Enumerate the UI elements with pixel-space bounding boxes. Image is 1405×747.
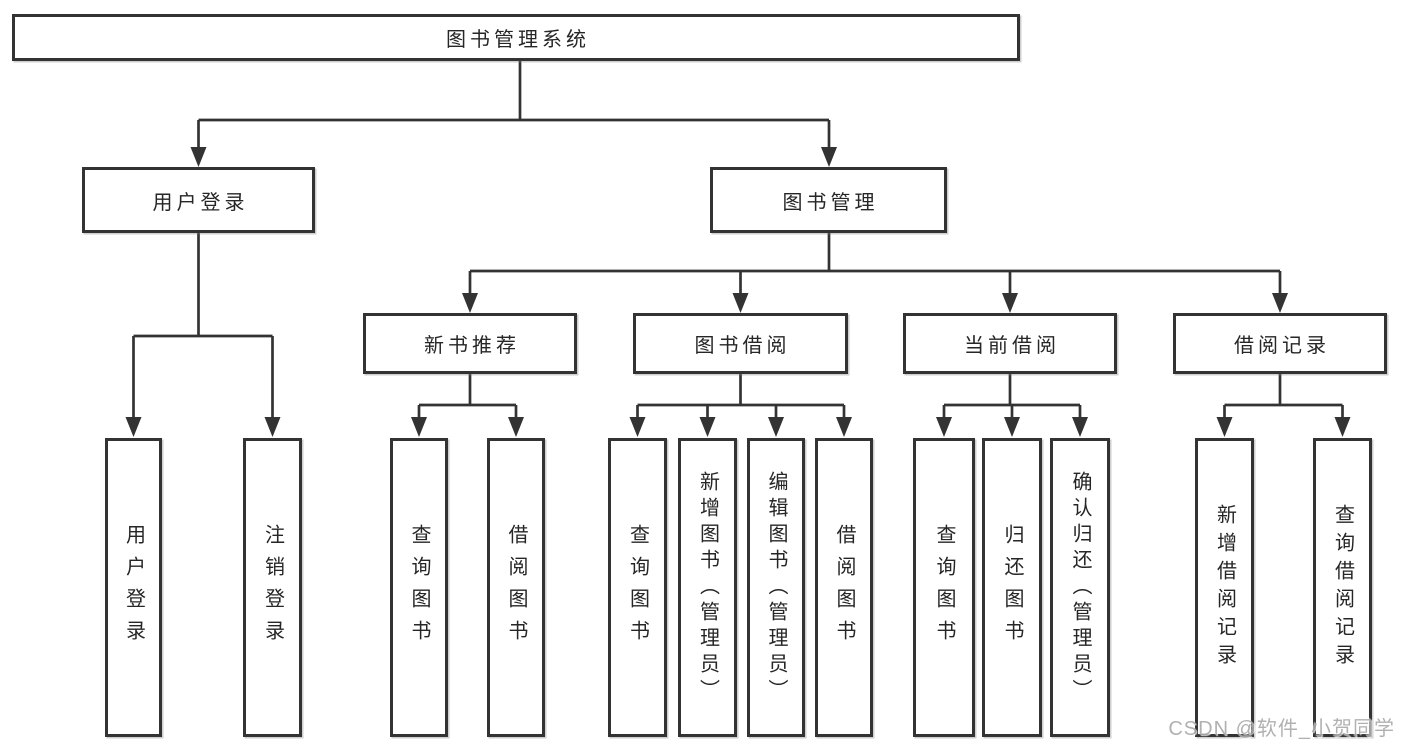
arrowhead-icon (411, 417, 427, 437)
arrowhead-icon (190, 147, 207, 167)
arrowhead-icon (768, 417, 784, 437)
arrowhead-icon (936, 417, 952, 437)
node-label: 图书管理 (782, 191, 879, 214)
node-book-management: 图书管理 (710, 167, 947, 233)
leaf-add-books-admin: 新增图书（管理员） (678, 438, 737, 737)
arrowhead-icon (732, 293, 749, 313)
arrowhead-icon (1334, 417, 1351, 437)
leaf-borrow-books-recommend: 借阅图书 (487, 438, 545, 737)
node-label: 用户登录 (152, 191, 249, 214)
arrowhead-icon (821, 147, 837, 167)
arrowhead-icon (264, 417, 281, 437)
leaf-query-books-recommend: 查询图书 (390, 438, 448, 737)
arrowhead-icon (1002, 293, 1018, 313)
node-current-borrowing: 当前借阅 (903, 313, 1117, 374)
node-label: 查询图书 (933, 523, 955, 652)
node-label: 借阅图书 (833, 523, 855, 652)
leaf-query-borrow-record: 查询借阅记录 (1313, 438, 1372, 737)
node-label: 注销登录 (261, 523, 284, 652)
node-label: 借阅记录 (1234, 335, 1330, 357)
node-label: 新增借阅记录 (1213, 503, 1236, 672)
arrowhead-icon (629, 417, 646, 437)
leaf-add-borrow-record: 新增借阅记录 (1195, 438, 1254, 737)
arrowhead-icon (836, 417, 852, 437)
leaf-user-login: 用户登录 (105, 438, 162, 737)
node-label: 查询图书 (626, 523, 649, 652)
leaf-return-books: 归还图书 (982, 438, 1042, 737)
node-label: 归还图书 (1001, 523, 1023, 652)
node-label: 用户登录 (122, 523, 145, 652)
node-label: 图书借阅 (694, 335, 791, 357)
leaf-logout: 注销登录 (243, 438, 302, 737)
leaf-confirm-return-admin: 确认归还（管理员） (1050, 438, 1110, 737)
watermark: CSDN @软件_小贺同学 (1168, 718, 1395, 740)
node-book-borrowing: 图书借阅 (633, 313, 848, 374)
arrowhead-icon (1272, 293, 1288, 313)
arrowhead-icon (1216, 417, 1233, 437)
node-label: 查询借阅记录 (1331, 503, 1354, 672)
arrowhead-icon (125, 417, 142, 437)
arrowhead-icon (1004, 417, 1020, 437)
node-label: 查询图书 (408, 523, 430, 652)
node-label: 当前借阅 (964, 335, 1060, 357)
node-label: 图书管理系统 (446, 29, 590, 51)
node-new-book-recommendation: 新书推荐 (363, 313, 577, 374)
arrowhead-icon (508, 417, 524, 437)
arrowhead-icon (462, 293, 478, 313)
node-label: 编辑图书（管理员） (765, 470, 787, 705)
node-borrowing-records: 借阅记录 (1173, 313, 1387, 374)
node-label: 新书推荐 (424, 335, 520, 357)
leaf-query-books-borrowing: 查询图书 (608, 438, 667, 737)
leaf-borrow-books-borrowing: 借阅图书 (815, 438, 873, 737)
node-library-management-system: 图书管理系统 (12, 14, 1020, 61)
arrowhead-icon (699, 417, 716, 437)
node-user-login: 用户登录 (82, 167, 315, 233)
node-label: 借阅图书 (505, 523, 527, 652)
leaf-query-books-current: 查询图书 (913, 438, 975, 737)
node-label: 新增图书（管理员） (696, 470, 719, 705)
leaf-edit-books-admin: 编辑图书（管理员） (747, 438, 805, 737)
node-label: 确认归还（管理员） (1069, 470, 1091, 705)
arrowhead-icon (1072, 417, 1088, 437)
